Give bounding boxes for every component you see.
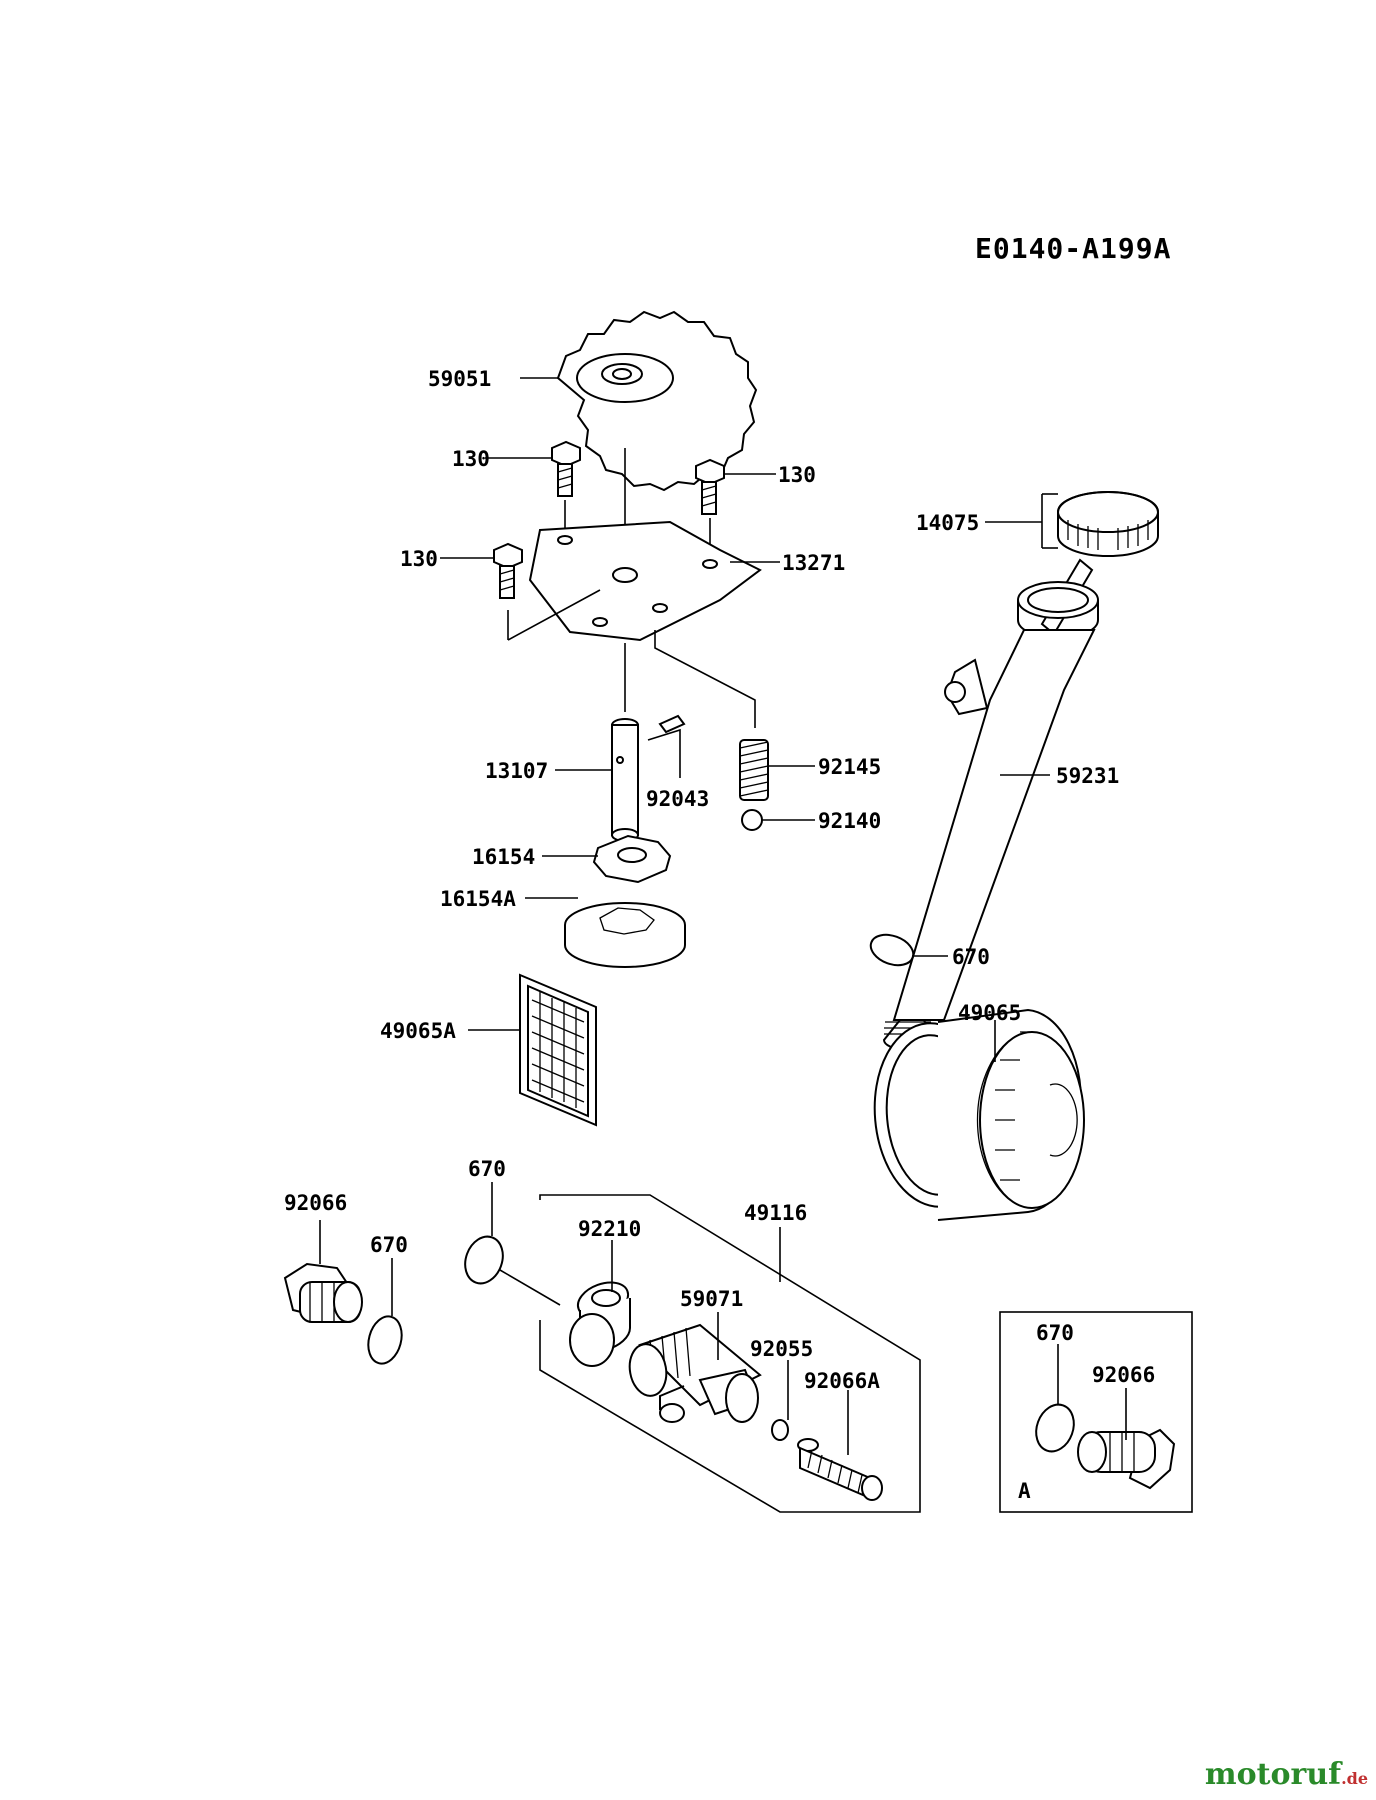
label-92066A: 92066A [804, 1369, 880, 1393]
label-13107: 13107 [485, 759, 548, 783]
inset-frame-a [999, 1311, 1193, 1513]
o-ring-670-inset [1035, 1403, 1075, 1453]
label-670-left: 670 [370, 1233, 408, 1257]
label-92140: 92140 [818, 809, 881, 833]
diagram-code: E0140-A199A [975, 232, 1171, 265]
label-670-inset: 670 [1036, 1321, 1074, 1345]
strainer-49065A [519, 973, 597, 1127]
bolt-130-left-lower [493, 542, 523, 599]
label-92066-left: 92066 [284, 1191, 347, 1215]
bolt-130-left-upper [551, 440, 581, 497]
label-49065: 49065 [958, 1001, 1021, 1025]
watermark-sub: .de [1341, 1769, 1368, 1788]
label-13271: 13271 [782, 551, 845, 575]
label-92145: 92145 [818, 755, 881, 779]
watermark-main: motoruf [1204, 1757, 1342, 1792]
label-92210: 92210 [578, 1217, 641, 1241]
label-92055: 92055 [750, 1337, 813, 1361]
label-59231: 59231 [1056, 764, 1119, 788]
label-670-tube: 670 [952, 945, 990, 969]
o-ring-92055 [771, 1419, 789, 1441]
label-16154: 16154 [472, 845, 535, 869]
bolt-130-right-upper [695, 458, 725, 515]
ball-92140 [741, 809, 763, 831]
nut-92210 [569, 1281, 631, 1367]
watermark-logo: motoruf.de [1205, 1757, 1368, 1792]
oil-filter-49065 [873, 1008, 1085, 1221]
fitting-59071 [628, 1323, 762, 1423]
filler-tube-59231 [882, 581, 1099, 1051]
drain-plug-92066-inset [1077, 1428, 1176, 1490]
shaft-13107 [611, 718, 639, 842]
label-49116: 49116 [744, 1201, 807, 1225]
inner-rotor-16154 [592, 834, 672, 884]
dipstick-14075 [1040, 491, 1159, 636]
label-59051: 59051 [428, 367, 491, 391]
label-16154A: 16154A [440, 887, 516, 911]
label-49065A: 49065A [380, 1019, 456, 1043]
label-59071: 59071 [680, 1287, 743, 1311]
label-670-middle: 670 [468, 1157, 506, 1181]
pin-92043 [658, 714, 686, 734]
label-92066-inset: 92066 [1092, 1363, 1155, 1387]
drain-plug-92066-left [283, 1262, 363, 1323]
gear-59051 [556, 310, 758, 492]
o-ring-670-tube [869, 933, 915, 967]
outer-rotor-16154A [564, 902, 686, 968]
label-130-c: 130 [400, 547, 438, 571]
label-92043: 92043 [646, 787, 709, 811]
o-ring-670-left [367, 1315, 403, 1365]
label-14075: 14075 [916, 511, 979, 535]
relief-valve-92066A [797, 1438, 883, 1501]
label-130-a: 130 [452, 447, 490, 471]
o-ring-670-middle [464, 1235, 504, 1285]
spring-92145 [739, 739, 769, 801]
inset-label: A [1018, 1479, 1031, 1503]
assembly-box-49116 [539, 1194, 921, 1513]
plate-13271 [528, 520, 762, 642]
label-130-b: 130 [778, 463, 816, 487]
